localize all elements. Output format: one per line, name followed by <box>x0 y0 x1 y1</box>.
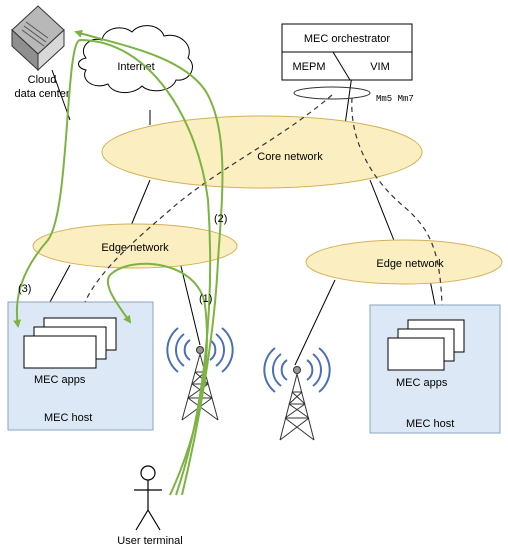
user-terminal-label: User terminal <box>117 535 182 545</box>
mepm-label: MEPM <box>293 61 326 73</box>
edge-network-left-label: Edge network <box>101 242 169 254</box>
mec-host-right-label: MEC host <box>406 418 454 430</box>
edge-network-left <box>32 223 238 269</box>
core-network <box>101 115 423 189</box>
mec-host-left-label: MEC host <box>44 412 92 424</box>
edge-network-right <box>305 239 503 285</box>
cloud-label-line1: Cloud <box>28 74 57 86</box>
mec-apps-stack-right <box>387 319 465 371</box>
internet-label: Internet <box>117 61 154 73</box>
mec-apps-stack-left <box>23 317 117 369</box>
vim-label: VIM <box>370 61 390 73</box>
mec-apps-left-label: MEC apps <box>34 374 86 386</box>
mec-orchestrator <box>281 23 413 81</box>
network-links <box>49 69 436 366</box>
data-paths <box>13 29 224 496</box>
path-3-label: (3) <box>18 283 31 295</box>
path-2-label: (2) <box>214 213 227 225</box>
management-dashed-links <box>84 94 443 306</box>
interface-ring <box>293 86 371 100</box>
core-network-label: Core network <box>257 151 323 163</box>
mec-apps-right-label: MEC apps <box>396 377 448 389</box>
path-3 <box>13 38 212 496</box>
orchestrator-title: MEC orchestrator <box>304 33 391 45</box>
cell-tower-right-icon <box>263 347 331 441</box>
cloud-label-line2: data center <box>14 88 69 100</box>
cloud-server-icon <box>11 5 65 72</box>
edge-network-right-label: Edge network <box>376 258 444 270</box>
user-terminal-icon <box>134 465 162 531</box>
interfaces-label: Mm5 Mm7 <box>376 94 414 104</box>
path-1-label: (1) <box>199 293 212 305</box>
